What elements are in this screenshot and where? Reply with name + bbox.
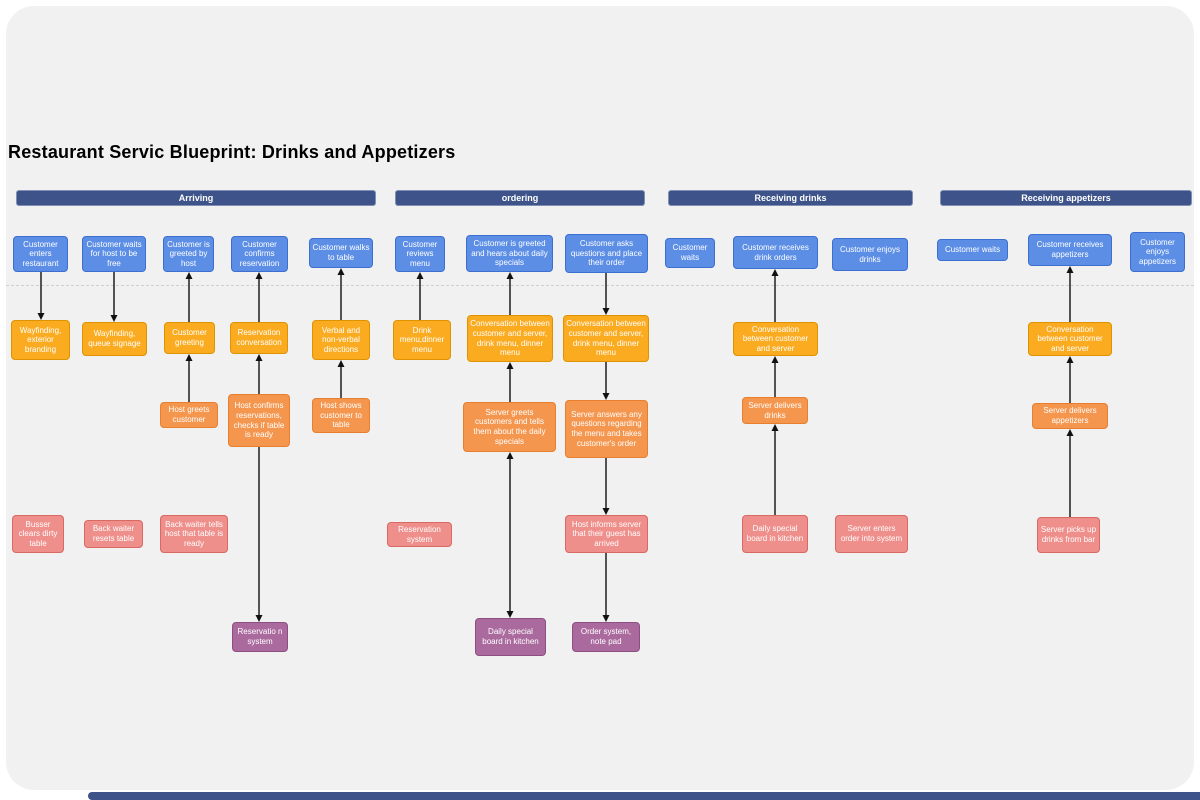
node-customer[interactable]: Customer enjoys drinks — [832, 238, 908, 271]
node-touchpoint[interactable]: Reservation conversation — [230, 322, 288, 354]
node-backstage[interactable]: Server enters order into system — [835, 515, 908, 553]
node-touchpoint[interactable]: Conversation between customer and server — [733, 322, 818, 356]
node-customer[interactable]: Customer walks to table — [309, 238, 373, 268]
node-backstage[interactable]: Busser clears dirty table — [12, 515, 64, 553]
node-staff[interactable]: Server delivers drinks — [742, 397, 808, 424]
node-backstage[interactable]: Daily special board in kitchen — [742, 515, 808, 553]
diagram-title: Restaurant Servic Blueprint: Drinks and … — [8, 142, 456, 162]
node-customer[interactable]: Customer is greeted and hears about dail… — [466, 235, 553, 272]
node-system[interactable]: Daily special board in kitchen — [475, 618, 546, 656]
node-customer[interactable]: Customer waits for host to be free — [82, 236, 146, 272]
node-customer[interactable]: Customer enjoys appetizers — [1130, 232, 1185, 272]
node-customer[interactable]: Customer enters restaurant — [13, 236, 68, 272]
node-staff[interactable]: Host greets customer — [160, 402, 218, 428]
node-touchpoint[interactable]: Drink menu,dinner menu — [393, 320, 451, 360]
node-staff[interactable]: Server delivers appetizers — [1032, 403, 1108, 429]
phase-bar-receiving-drinks[interactable]: Receiving drinks — [668, 190, 913, 206]
phase-bar-arriving[interactable]: Arriving — [16, 190, 376, 206]
node-customer[interactable]: Customer asks questions and place their … — [565, 234, 648, 273]
node-backstage[interactable]: Reservation system — [387, 522, 452, 547]
node-touchpoint[interactable]: Verbal and non-verbal directions — [312, 320, 370, 360]
node-touchpoint[interactable]: Wayfinding, exterior branding — [11, 320, 70, 360]
node-backstage[interactable]: Server picks up drinks from bar — [1037, 517, 1100, 553]
line-of-interaction-dotted — [6, 285, 1194, 286]
node-backstage[interactable]: Back waiter resets table — [84, 520, 143, 548]
node-staff[interactable]: Server answers any questions regarding t… — [565, 400, 648, 458]
node-touchpoint[interactable]: Conversation between customer and server… — [467, 315, 553, 362]
node-backstage[interactable]: Host informs server that their guest has… — [565, 515, 648, 553]
node-touchpoint[interactable]: Customer greeting — [164, 322, 215, 354]
node-customer[interactable]: Customer waits — [665, 238, 715, 268]
node-touchpoint[interactable]: Conversation between customer and server — [1028, 322, 1112, 356]
node-customer[interactable]: Customer reviews menu — [395, 236, 445, 272]
node-backstage[interactable]: Back waiter tells host that table is rea… — [160, 515, 228, 553]
node-customer[interactable]: Customer confirms reservation — [231, 236, 288, 272]
node-customer[interactable]: Customer receives drink orders — [733, 236, 818, 269]
node-touchpoint[interactable]: Conversation between customer and server… — [563, 315, 649, 362]
node-staff[interactable]: Host shows customer to table — [312, 398, 370, 433]
phase-bar-ordering[interactable]: ordering — [395, 190, 645, 206]
node-staff[interactable]: Host confirms reservations, checks if ta… — [228, 394, 290, 447]
node-system[interactable]: Reservatio n system — [232, 622, 288, 652]
node-system[interactable]: Order system, note pad — [572, 622, 640, 652]
node-customer[interactable]: Customer is greeted by host — [163, 236, 214, 272]
node-staff[interactable]: Server greets customers and tells them a… — [463, 402, 556, 452]
node-touchpoint[interactable]: Wayfinding, queue signage — [82, 322, 147, 356]
phase-bar-receiving-appetizers[interactable]: Receiving appetizers — [940, 190, 1192, 206]
node-customer[interactable]: Customer receives appetizers — [1028, 234, 1112, 266]
partial-phase-bar — [88, 792, 1200, 800]
node-customer[interactable]: Customer waits — [937, 239, 1008, 261]
diagram-canvas — [6, 6, 1194, 790]
